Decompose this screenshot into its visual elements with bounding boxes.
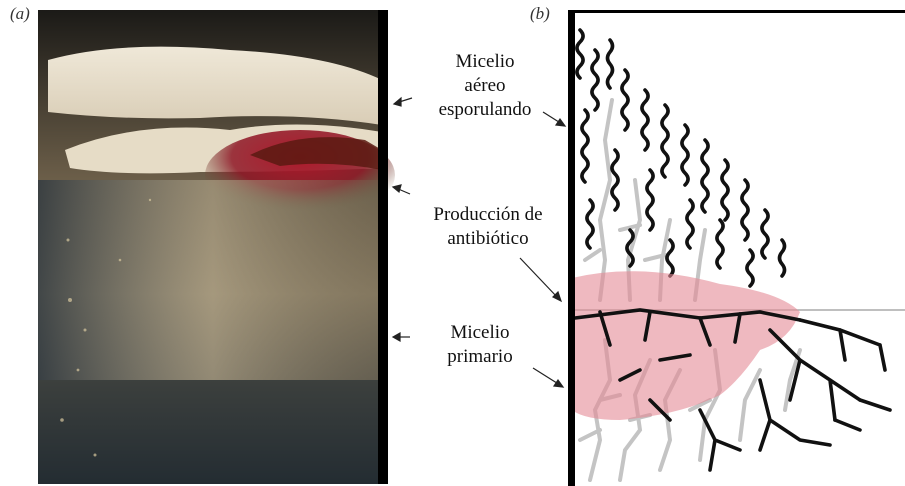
panel-b-schematic [568,10,905,486]
schematic-arrows [520,112,565,387]
panel-a-photo [38,10,395,484]
photo-arrows [393,98,412,341]
